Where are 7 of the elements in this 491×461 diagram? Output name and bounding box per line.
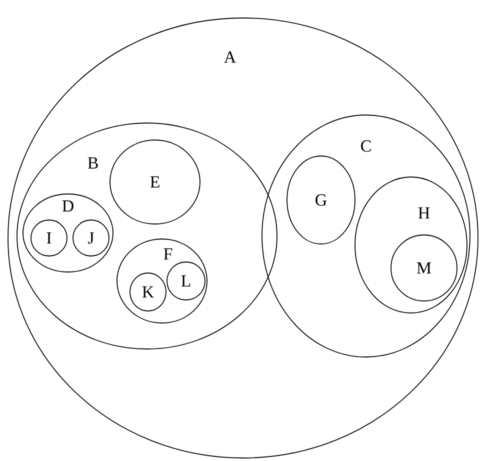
circle-node: E	[110, 140, 200, 224]
circle-node: L	[166, 262, 206, 300]
circle-node: J	[72, 220, 110, 256]
circle-node: M	[390, 234, 458, 302]
circle-node: I	[30, 220, 68, 256]
circle-node: G	[286, 156, 356, 244]
circle-node: K	[130, 272, 166, 312]
